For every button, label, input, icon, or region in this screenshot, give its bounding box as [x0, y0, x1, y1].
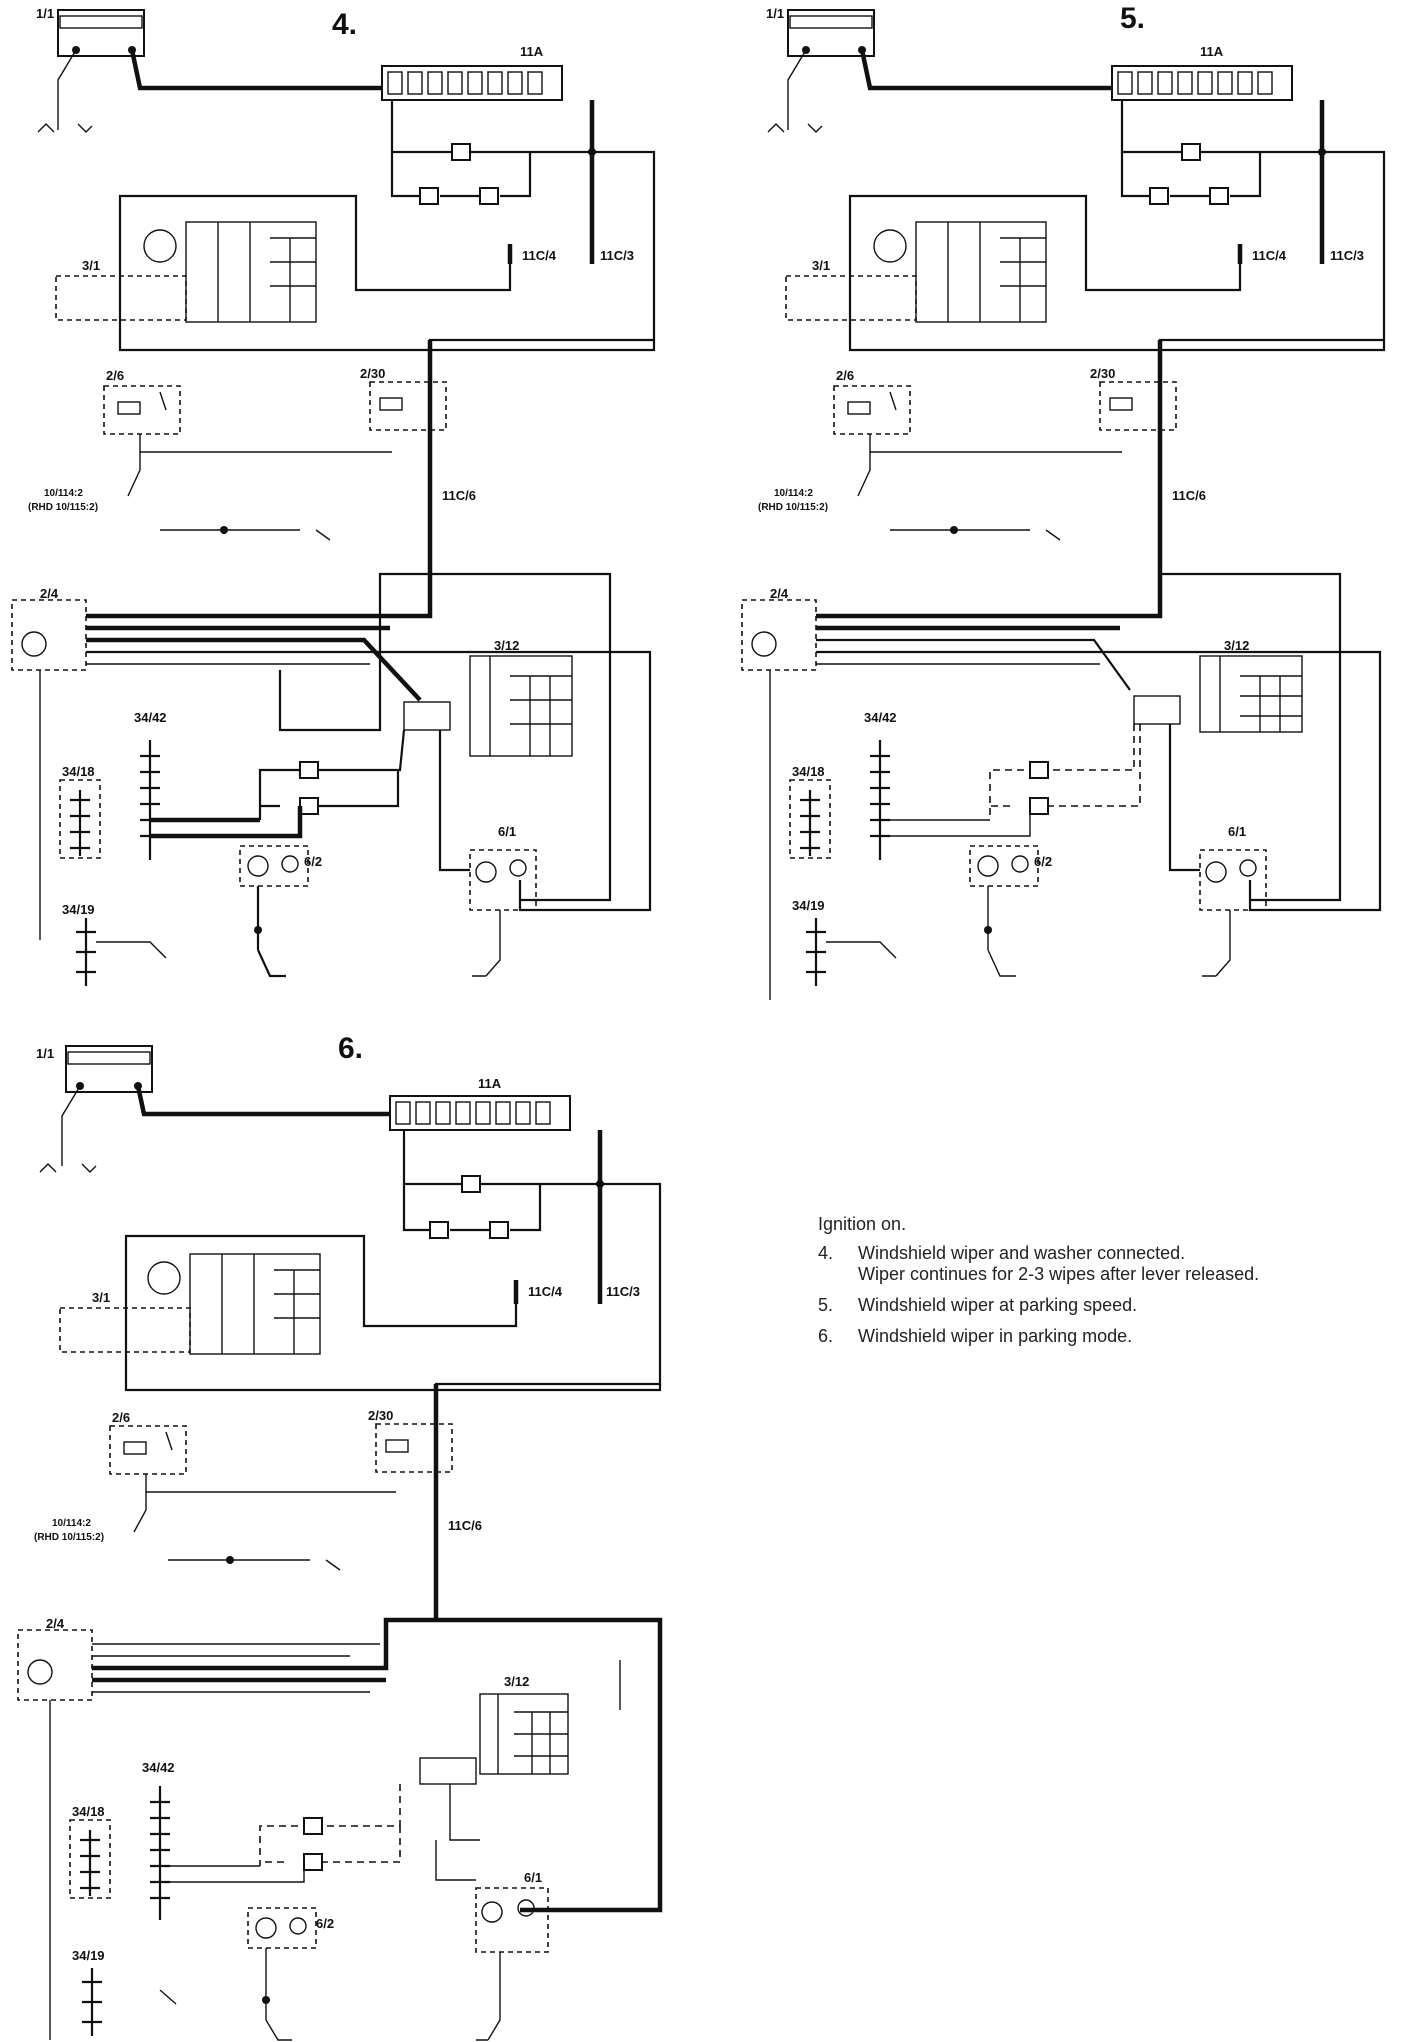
panel-b-label: 34/18: [62, 764, 95, 779]
panel-a-label: 34/42: [134, 710, 167, 725]
legend-item-line: Windshield wiper and washer connected.: [858, 1243, 1186, 1263]
connector-c-label: 11C/6: [1172, 488, 1206, 503]
fuse-box-label: 11A: [478, 1076, 502, 1091]
connector-b-label: 11C/3: [606, 1284, 640, 1299]
panel-b-label: 34/18: [72, 1804, 105, 1819]
connector-b-label: 11C/3: [600, 248, 634, 263]
panel-a-label: 34/42: [864, 710, 897, 725]
fuse-box-label: 11A: [520, 44, 544, 59]
relay-a-label: 2/6: [112, 1410, 130, 1425]
connector-b-label: 11C/3: [1330, 248, 1364, 263]
ground-label: 10/114:2: [52, 1518, 91, 1529]
connector-a-label: 11C/4: [1252, 248, 1287, 263]
relay-a: [109, 1425, 187, 1475]
legend-item-text: Windshield wiper in parking mode.: [858, 1326, 1398, 1347]
legend-item: 4. Windshield wiper and washer connected…: [818, 1243, 1398, 1285]
relay-b: [375, 1423, 453, 1473]
ignition-label: 3/1: [82, 258, 100, 273]
battery-box: [787, 9, 875, 57]
motor-b-label: 6/1: [498, 824, 516, 839]
battery-box: [57, 9, 145, 57]
ground-alt-label: (RHD 10/115:2): [34, 1532, 104, 1543]
fuse-box: [1111, 65, 1293, 101]
diagram-number: 5.: [1120, 2, 1145, 35]
panel-c-label: 34/19: [62, 902, 95, 917]
battery-label: 1/1: [766, 6, 784, 21]
legend-item-line: Windshield wiper in parking mode.: [858, 1326, 1133, 1346]
switch-label: 3/12: [494, 638, 519, 653]
relay-c: [17, 1629, 93, 1701]
fuse-box-label: 11A: [1200, 44, 1224, 59]
relay-c-label: 2/4: [46, 1616, 65, 1631]
connector-a-label: 11C/4: [528, 1284, 563, 1299]
diagram-number: 6.: [338, 1032, 363, 1065]
panel-a-label: 34/42: [142, 1760, 175, 1775]
battery-label: 1/1: [36, 6, 54, 21]
ignition-label: 3/1: [812, 258, 830, 273]
legend-item: 5. Windshield wiper at parking speed.: [818, 1295, 1398, 1316]
relay-a-label: 2/6: [836, 368, 854, 383]
motor-a-label: 6/2: [304, 854, 322, 869]
connector-c-label: 11C/6: [448, 1518, 482, 1533]
ground-alt-label: (RHD 10/115:2): [28, 502, 98, 513]
relay-b-label: 2/30: [360, 366, 385, 381]
connector-c-label: 11C/6: [442, 488, 476, 503]
legend-item-text: Windshield wiper at parking speed.: [858, 1295, 1398, 1316]
relay-b: [1099, 381, 1177, 431]
relay-a-label: 2/6: [106, 368, 124, 383]
ground-alt-label: (RHD 10/115:2): [758, 502, 828, 513]
legend-item-number: 6.: [818, 1326, 834, 1346]
motor-b-label: 6/1: [524, 1870, 542, 1885]
diagram-4: 4. 1/1 11A 11C/4 11C/3 3/1: [11, 6, 656, 986]
switch-3-12: [469, 655, 573, 757]
switch-3-12: [1199, 655, 1303, 733]
legend-item-text: Windshield wiper and washer connected. W…: [858, 1243, 1398, 1285]
legend-item-line: Windshield wiper at parking speed.: [858, 1295, 1138, 1315]
ground-label: 10/114:2: [44, 488, 83, 499]
switch-label: 3/12: [1224, 638, 1249, 653]
panel-b-label: 34/18: [792, 764, 825, 779]
diagram-number: 4.: [332, 8, 357, 41]
relay-c: [741, 599, 817, 671]
motor-b-label: 6/1: [1228, 824, 1246, 839]
diagram-6: 6. 1/1 11A 11C/4 11C/3 3/1 2/6: [17, 1032, 663, 2041]
fuse-box: [389, 1095, 571, 1131]
relay-b-label: 2/30: [1090, 366, 1115, 381]
relay-a: [103, 385, 181, 435]
relay-b-label: 2/30: [368, 1408, 393, 1423]
relay-a: [833, 385, 911, 435]
ground-label: 10/114:2: [774, 488, 813, 499]
battery-label: 1/1: [36, 1046, 54, 1061]
legend-intro: Ignition on.: [818, 1214, 907, 1234]
fuse-box: [381, 65, 563, 101]
legend-item-number: 4.: [818, 1243, 834, 1263]
legend: Ignition on. 4. Windshield wiper and was…: [818, 1214, 1398, 1357]
motor-b: [475, 1887, 549, 1953]
panel-c-label: 34/19: [792, 898, 825, 913]
relay-c-label: 2/4: [770, 586, 789, 601]
switch-label: 3/12: [504, 1674, 529, 1689]
diagram-5: 5. 1/1 11A 11C/4 11C/3 3/1 2/6: [741, 2, 1386, 1000]
motor-a-label: 6/2: [316, 1916, 334, 1931]
relay-c-label: 2/4: [40, 586, 59, 601]
legend-item: 6. Windshield wiper in parking mode.: [818, 1326, 1398, 1347]
connector-a-label: 11C/4: [522, 248, 557, 263]
legend-item-number: 5.: [818, 1295, 834, 1315]
panel-c-label: 34/19: [72, 1948, 105, 1963]
relay-c: [11, 599, 87, 671]
motor-a-label: 6/2: [1034, 854, 1052, 869]
ignition-label: 3/1: [92, 1290, 110, 1305]
legend-item-line: Wiper continues for 2-3 wipes after leve…: [858, 1264, 1260, 1284]
relay-b: [369, 381, 447, 431]
